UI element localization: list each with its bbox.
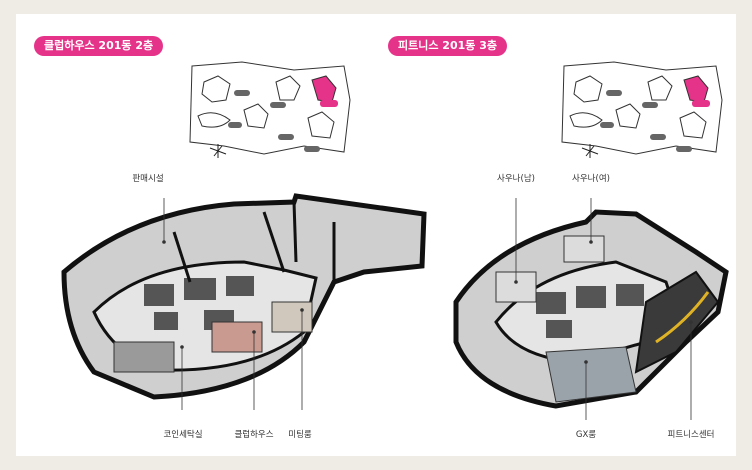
label-clubhouse: 클럽하우스 [234,430,274,440]
clubhouse-site-keymap [189,61,351,158]
content-card: 클럽하우스 201동 2층 [16,14,736,456]
fitness-floor-title: 피트니스 201동 3층 [388,36,507,56]
label-retail: 판매시설 [132,174,164,184]
label-sauna-men: 사우나(남) [497,174,535,184]
fitness-site-keymap [561,61,723,158]
label-fitness-center: 피트니스센터 [667,430,715,440]
clubhouse-floor-title: 클럽하우스 201동 2층 [34,36,164,56]
label-gx-room: GX룸 [575,430,597,440]
fitness-floor-plan [453,198,729,420]
label-coin-laundry: 코인세탁실 [163,430,203,440]
label-sauna-women: 사우나(여) [572,174,610,184]
clubhouse-floor-plan [61,193,427,410]
label-meeting-room: 미팅룸 [288,430,312,440]
